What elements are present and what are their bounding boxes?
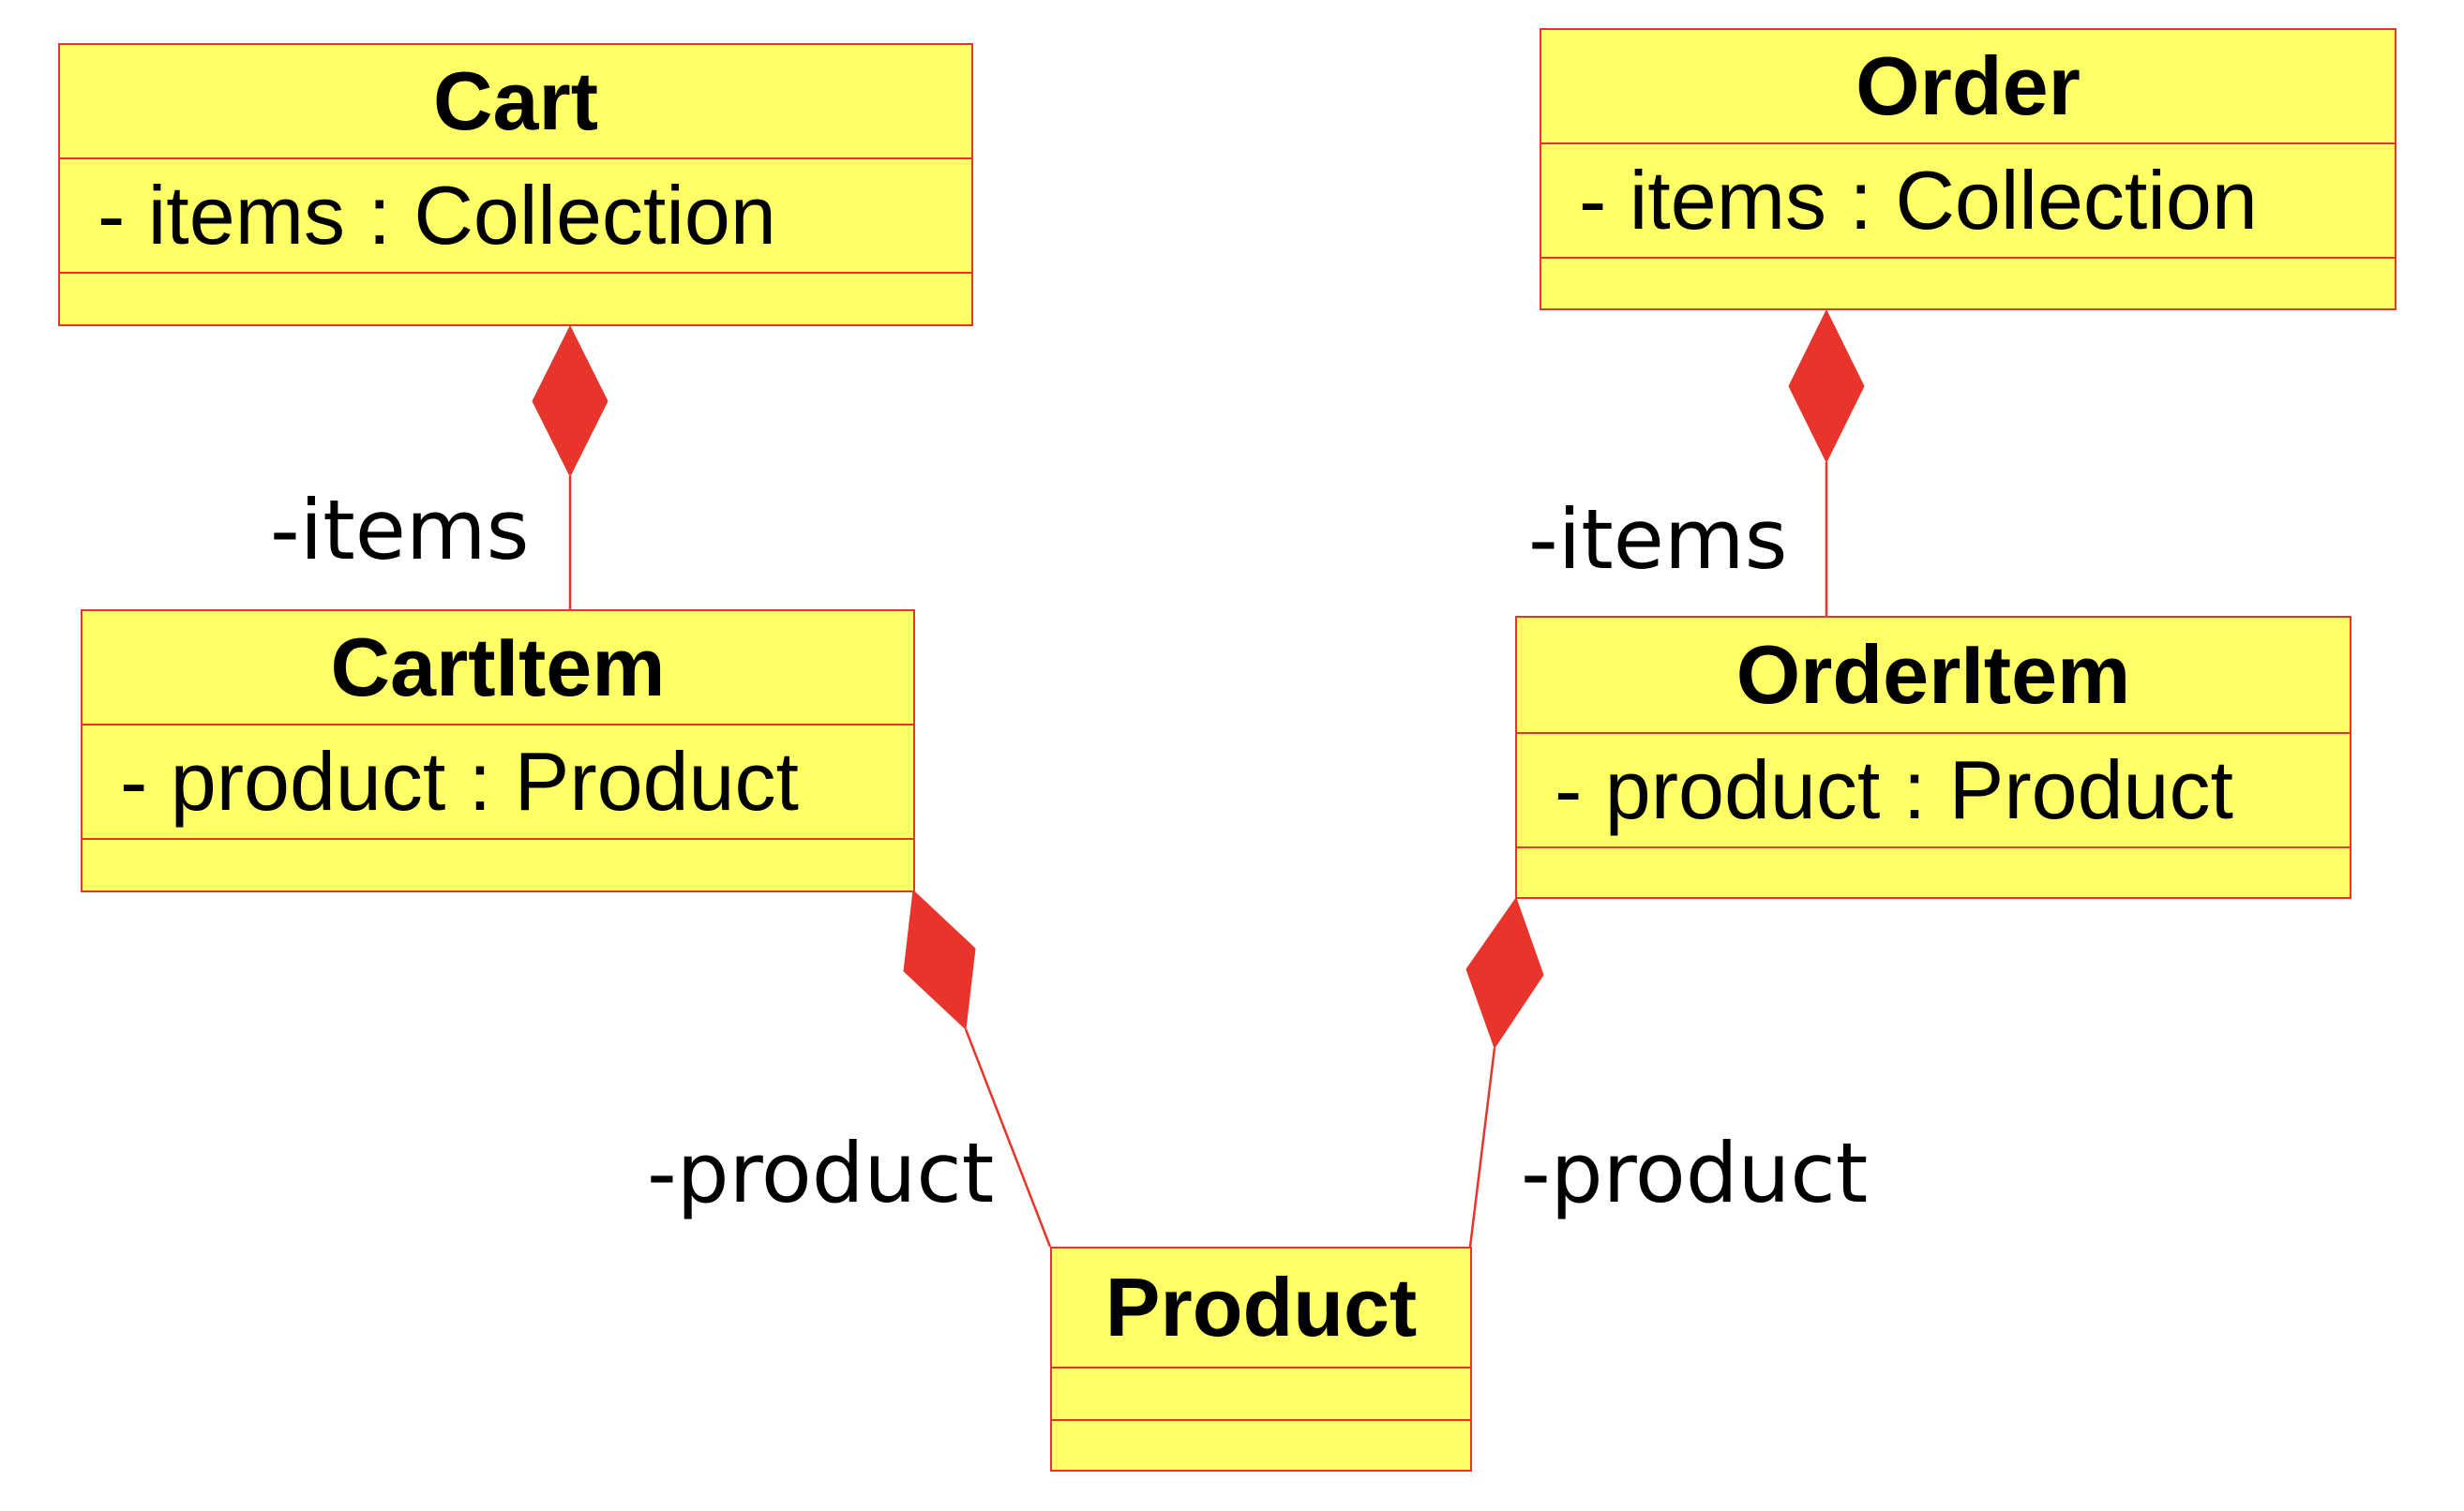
cart-class-operations (60, 274, 971, 324)
product-class-attributes (1052, 1369, 1470, 1421)
cartitem-composition-diamond (903, 889, 976, 1031)
cart-class[interactable]: Cart - items : Collection (58, 43, 973, 326)
product-class[interactable]: Product (1050, 1247, 1472, 1472)
cart-class-attribute: - items : Collection (60, 159, 971, 274)
orderitem-class-attribute: - product : Product (1517, 734, 2350, 848)
orderitem-class-operations (1517, 848, 2350, 897)
cartitem-product-role-label: -product (647, 1125, 995, 1221)
product-class-operations (1052, 1421, 1470, 1470)
cart-items-role-label: -items (270, 482, 530, 578)
cartitem-class-operations (83, 840, 913, 890)
order-items-role-label: -items (1528, 491, 1788, 588)
order-composition-diamond (1788, 308, 1865, 464)
cartitem-class-attribute: - product : Product (83, 726, 913, 840)
product-class-name: Product (1052, 1249, 1470, 1369)
order-class-attribute: - items : Collection (1541, 144, 2395, 259)
order-class[interactable]: Order - items : Collection (1540, 28, 2396, 310)
orderitem-class[interactable]: OrderItem - product : Product (1515, 616, 2351, 899)
orderitem-class-name: OrderItem (1517, 618, 2350, 734)
orderitem-composition-diamond (1465, 896, 1544, 1050)
cart-composition-diamond (532, 324, 608, 478)
cart-class-name: Cart (60, 45, 971, 159)
order-class-operations (1541, 259, 2395, 308)
cartitem-product-association-line (964, 1028, 1052, 1248)
cartitem-class[interactable]: CartItem - product : Product (81, 609, 915, 892)
orderitem-product-role-label: -product (1521, 1125, 1869, 1221)
orderitem-product-association-line (1468, 1047, 1496, 1248)
cartitem-class-name: CartItem (83, 611, 913, 726)
order-class-name: Order (1541, 30, 2395, 144)
